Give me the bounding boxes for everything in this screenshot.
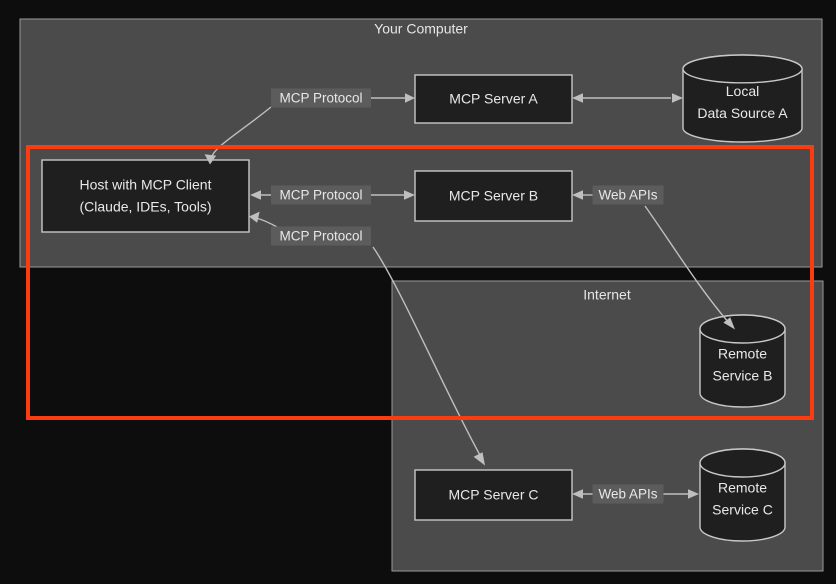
mcp-server-a-label: MCP Server A [449, 91, 538, 107]
edge-curve-web-apis-remote-service-b [644, 205, 731, 325]
arrowhead-to-host-from-server-a [204, 154, 217, 165]
connector-host-to-mcp-server-c [249, 211, 485, 466]
remote-service-c-top [699, 448, 786, 478]
edge-curve-host-server-a [210, 106, 272, 159]
arrowhead-to-remote-service-b [723, 317, 735, 330]
mcp-server-b-label: MCP Server B [449, 188, 538, 204]
arrowhead-to-host-from-server-b [250, 190, 261, 200]
host-with-mcp-client-label-line-2: (Claude, IDEs, Tools) [79, 199, 211, 215]
node-mcp-server-b: MCP Server B [414, 170, 573, 222]
focus-highlight-rect [26, 145, 814, 420]
local-data-source-a-label-line-1: Local [726, 83, 759, 99]
remote-service-c-label-line-2: Service C [712, 502, 773, 518]
arrowhead-to-remote-service-c [688, 489, 699, 499]
mcp-server-b-rect [414, 170, 573, 222]
mcp-server-a-rect [414, 74, 573, 124]
local-data-source-a-label-line-2: Data Source A [697, 105, 788, 121]
remote-service-c-label-line-1: Remote [718, 480, 767, 496]
arrowhead-to-mcp-server-c [473, 452, 485, 466]
host-with-mcp-client-rect [41, 159, 250, 233]
arrowhead-to-local-data-source-a [672, 93, 683, 103]
node-host-with-mcp-client: Host with MCP Client (Claude, IDEs, Tool… [41, 159, 250, 233]
node-mcp-server-a: MCP Server A [414, 74, 573, 124]
arrowhead-to-host-from-server-c [249, 211, 260, 223]
edge-label-web-apis-c-text: Web APIs [598, 487, 657, 502]
cylinder-remote-service-b: Remote Service B [699, 314, 786, 408]
edge-label-mcp-protocol-b: MCP Protocol [271, 185, 371, 205]
zone-your-computer-title: Your Computer [374, 21, 468, 37]
edge-label-mcp-protocol-b-text: MCP Protocol [279, 188, 362, 203]
arrowhead-to-mcp-server-b [404, 190, 415, 200]
zone-internet-title: Internet [583, 287, 631, 303]
edge-label-web-apis-b-bg [592, 185, 664, 205]
edge-label-web-apis-c-bg [592, 484, 664, 504]
cylinder-remote-service-c: Remote Service C [699, 448, 786, 542]
edge-label-web-apis-b-text: Web APIs [598, 188, 657, 203]
host-with-mcp-client-label-line-1: Host with MCP Client [79, 177, 211, 193]
edge-label-web-apis-c: Web APIs [592, 484, 664, 504]
mcp-server-c-label: MCP Server C [449, 487, 539, 503]
arrowhead-to-mcp-server-c-right [572, 489, 583, 499]
edge-label-web-apis-b: Web APIs [592, 185, 664, 205]
arrowhead-to-mcp-server-b-right [572, 190, 583, 200]
edge-label-mcp-protocol-b-bg [271, 185, 371, 205]
arrowhead-to-mcp-server-a-left [572, 93, 583, 103]
edge-label-mcp-protocol-a-bg [271, 88, 371, 108]
edge-label-mcp-protocol-a-text: MCP Protocol [279, 91, 362, 106]
edge-label-mcp-protocol-c-text: MCP Protocol [279, 229, 362, 244]
arrowhead-to-mcp-server-a [405, 93, 415, 103]
connector-host-to-mcp-server-a [204, 93, 415, 165]
edge-curve-host-server-c [372, 246, 482, 458]
edge-label-mcp-protocol-a: MCP Protocol [271, 88, 371, 108]
connector-mcp-server-a-to-local-data-source-a [572, 93, 683, 103]
local-data-source-a-top [682, 54, 803, 84]
cylinder-local-data-source-a: Local Data Source A [682, 54, 803, 143]
mcp-server-c-rect [414, 469, 573, 521]
node-mcp-server-c: MCP Server C [414, 469, 573, 521]
edge-label-mcp-protocol-c: MCP Protocol [271, 226, 371, 246]
remote-service-b-label-line-2: Service B [713, 368, 773, 384]
edge-label-mcp-protocol-c-bg [271, 226, 371, 246]
remote-service-b-label-line-1: Remote [718, 346, 767, 362]
remote-service-b-top [699, 314, 786, 344]
connector-mcp-server-b-to-web-apis [572, 190, 735, 330]
